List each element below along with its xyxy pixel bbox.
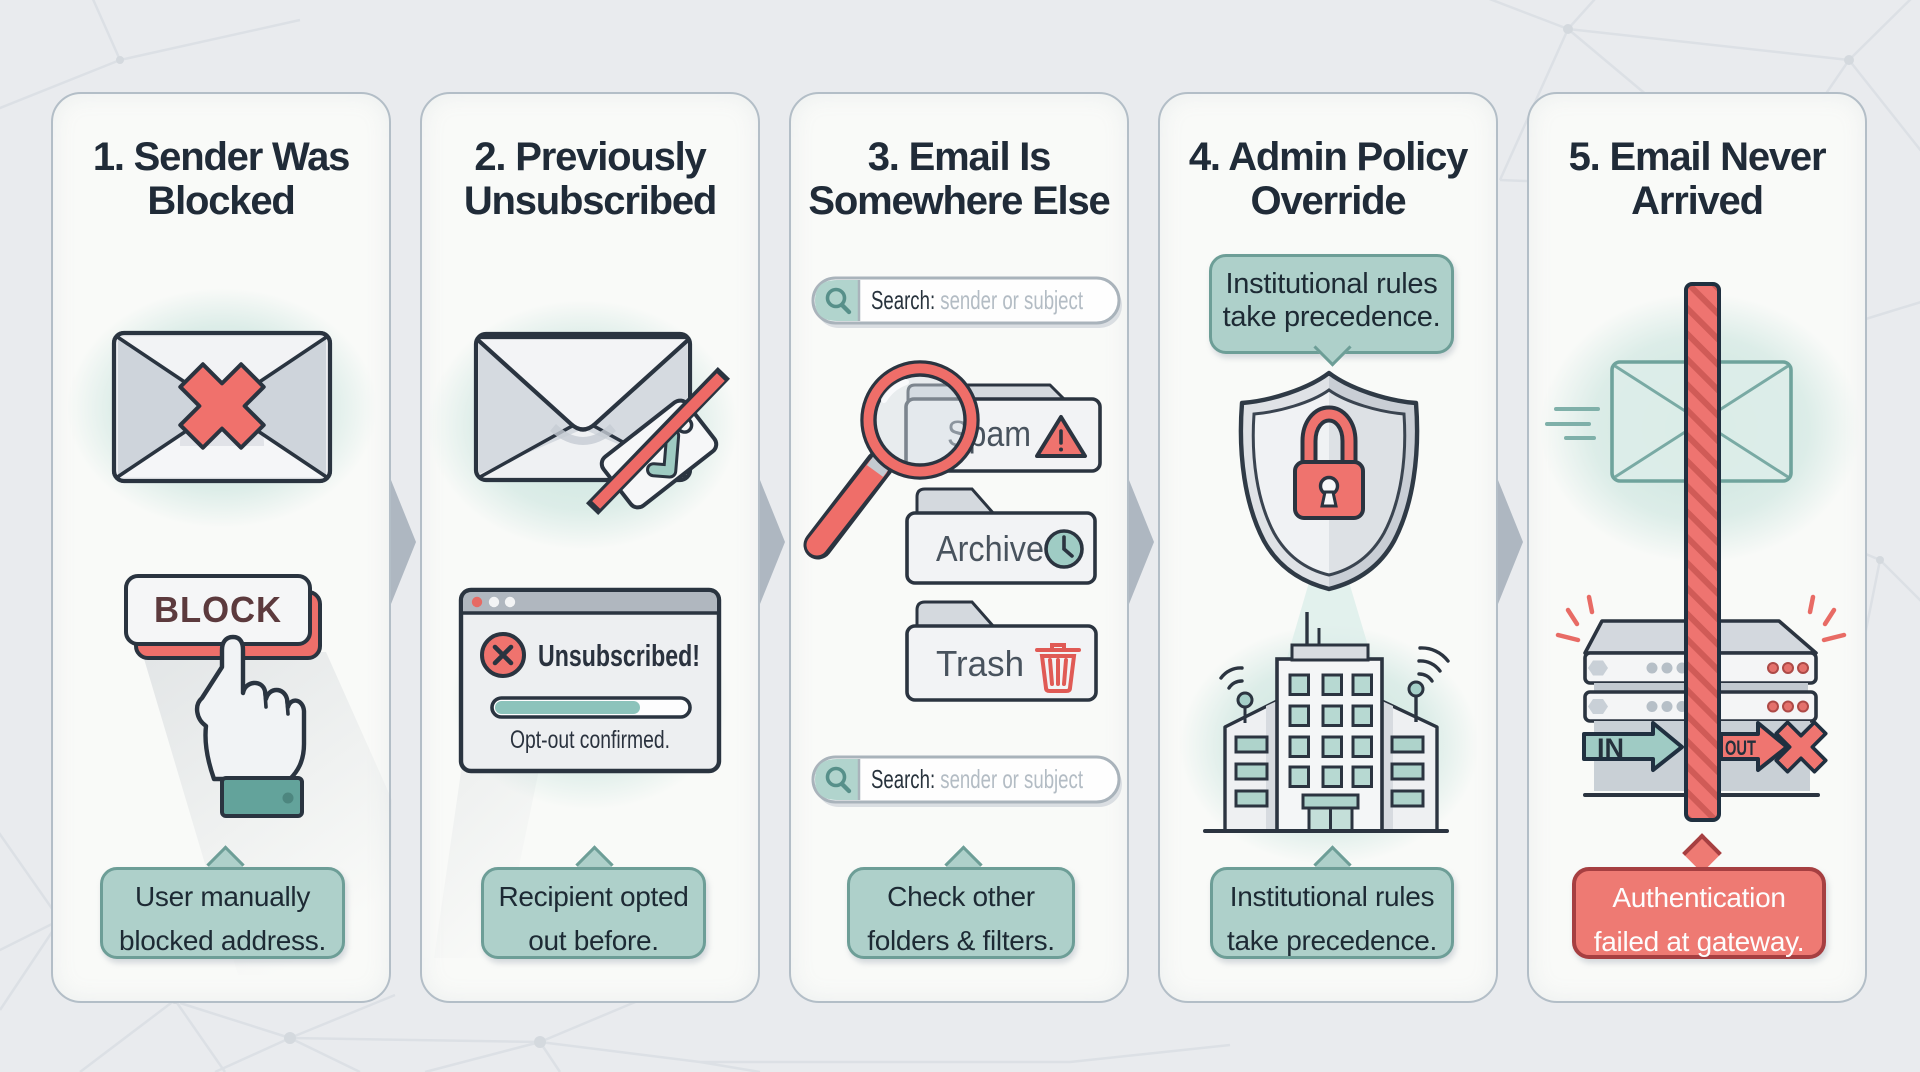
svg-text:BLOCK: BLOCK	[154, 589, 282, 630]
svg-text:Search: sender or subject: Search: sender or subject	[871, 285, 1084, 315]
svg-text:Unsubscribed!: Unsubscribed!	[538, 638, 700, 673]
svg-text:Search: sender or subject: Search: sender or subject	[871, 764, 1084, 794]
svg-text:Trash: Trash	[936, 643, 1024, 684]
svg-text:Archive: Archive	[936, 528, 1044, 569]
svg-text:IN: IN	[1597, 733, 1624, 763]
svg-text:OUT: OUT	[1725, 737, 1756, 760]
svg-text:Opt-out confirmed.: Opt-out confirmed.	[510, 726, 670, 754]
